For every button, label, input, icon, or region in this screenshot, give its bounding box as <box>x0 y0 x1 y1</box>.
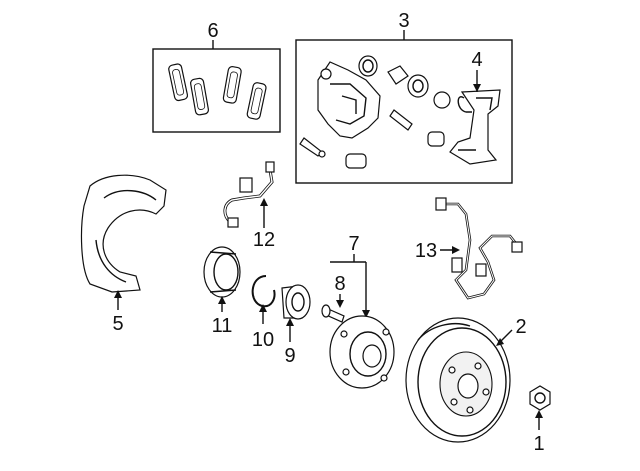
brake-rotor-icon[interactable] <box>405 317 511 443</box>
piston-seal-icon[interactable] <box>358 55 451 109</box>
hub-nut-icon[interactable] <box>529 385 551 411</box>
guide-pin-icon[interactable] <box>299 109 413 158</box>
snap-ring-icon[interactable] <box>251 275 276 308</box>
retainer-clip-icon[interactable] <box>457 96 472 113</box>
caliper-bracket-icon[interactable] <box>449 89 501 165</box>
wheel-bearing-icon[interactable] <box>281 284 311 320</box>
callout-1[interactable]: 1 <box>533 433 544 455</box>
bearing-seal-icon[interactable] <box>203 246 241 298</box>
callout-6[interactable]: 6 <box>207 20 218 42</box>
bushing-icon[interactable] <box>345 131 445 169</box>
callout-9[interactable]: 9 <box>284 345 295 367</box>
wheel-hub-icon[interactable] <box>329 315 395 389</box>
brake-hose-icon[interactable] <box>223 161 275 228</box>
callout-11[interactable]: 11 <box>212 315 233 337</box>
callout-8[interactable]: 8 <box>334 273 345 295</box>
dust-shield-icon[interactable] <box>80 174 167 293</box>
brake-caliper-icon[interactable] <box>317 61 381 139</box>
callout-13[interactable]: 13 <box>415 240 437 262</box>
callout-2[interactable]: 2 <box>515 316 526 338</box>
wheel-stud-icon[interactable] <box>321 304 345 323</box>
callout-10[interactable]: 10 <box>252 329 274 351</box>
callout-5[interactable]: 5 <box>112 313 123 335</box>
brake-pad-set-icon[interactable] <box>152 48 281 133</box>
callout-3[interactable]: 3 <box>398 10 409 32</box>
callout-12[interactable]: 12 <box>253 229 275 251</box>
callout-4[interactable]: 4 <box>471 49 482 71</box>
abs-sensor-icon[interactable] <box>435 197 523 300</box>
callout-7[interactable]: 7 <box>348 233 359 255</box>
